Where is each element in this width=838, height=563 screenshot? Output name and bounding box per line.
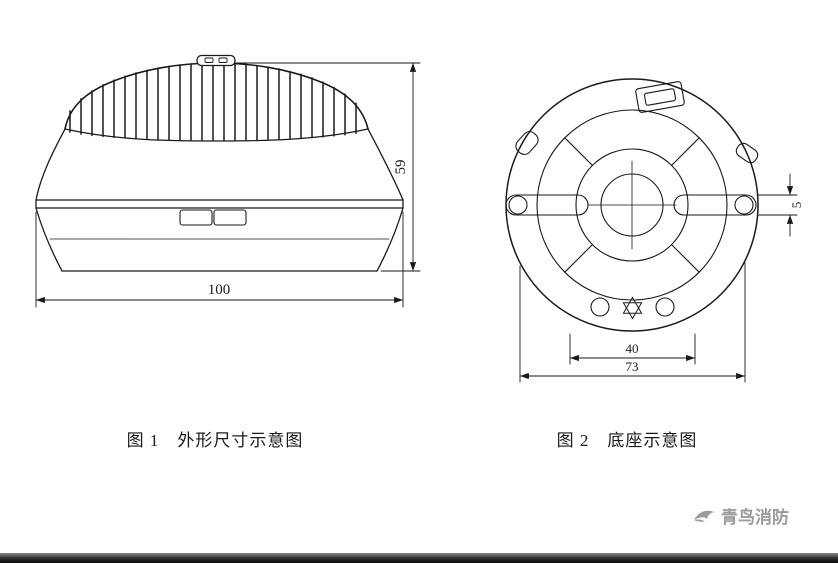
diagonal-ribs bbox=[564, 137, 700, 273]
detector-indicator-windows bbox=[179, 209, 247, 226]
screw-hole-right bbox=[655, 297, 675, 317]
figure2-base-view: 5 40 73 bbox=[505, 78, 804, 383]
dim-width-label: 100 bbox=[208, 282, 231, 298]
clip-top-tab bbox=[635, 81, 685, 113]
dim-height-label: 59 bbox=[393, 160, 409, 175]
figure2-caption: 图 2 底座示意图 bbox=[556, 431, 698, 450]
mounting-slot-left bbox=[505, 194, 589, 216]
detector-body-right bbox=[367, 128, 404, 201]
detector-lip-band bbox=[35, 199, 404, 209]
dim-height-group bbox=[235, 62, 421, 272]
brand-watermark: 青鸟消防 bbox=[692, 503, 789, 528]
dim-slot-span-label: 73 bbox=[626, 359, 639, 374]
dim-width-group bbox=[35, 211, 404, 308]
mounting-slot-right bbox=[673, 194, 757, 216]
dim-hole-spacing-label: 40 bbox=[626, 341, 639, 356]
figure1-caption: 图 1 外形尺寸示意图 bbox=[126, 431, 304, 450]
qingniao-bird-logo-icon bbox=[692, 507, 716, 525]
detector-skirt-left bbox=[35, 207, 63, 272]
screw-hole-left bbox=[590, 297, 610, 317]
figure1-side-view: 100 59 bbox=[35, 54, 421, 308]
clip-upper-left bbox=[515, 131, 539, 155]
dim-height-extension-lines bbox=[235, 62, 421, 272]
dim-width-extension-lines bbox=[35, 211, 404, 308]
detector-fin-rim bbox=[64, 128, 369, 142]
detector-body-left bbox=[35, 128, 66, 201]
brand-watermark-text: 青鸟消防 bbox=[721, 508, 789, 527]
detector-skirt-right bbox=[376, 207, 404, 272]
clip-right bbox=[735, 142, 759, 164]
base-inner-circle bbox=[575, 148, 689, 262]
dim-slot-width-group bbox=[757, 173, 798, 237]
detector-top-nub bbox=[196, 54, 236, 67]
base-middle-ring bbox=[536, 109, 728, 301]
dim-hole-spacing-group bbox=[569, 333, 696, 365]
dim-slot-width-label: 5 bbox=[789, 202, 804, 209]
terminal-star-icon bbox=[622, 296, 643, 320]
footer-gradient-bar bbox=[0, 553, 838, 563]
dim-slot-span-group bbox=[519, 262, 746, 383]
center-crosshair bbox=[587, 160, 677, 250]
dim-slot-span-extension-lines bbox=[519, 262, 746, 383]
detector-vent-fins bbox=[69, 62, 357, 141]
